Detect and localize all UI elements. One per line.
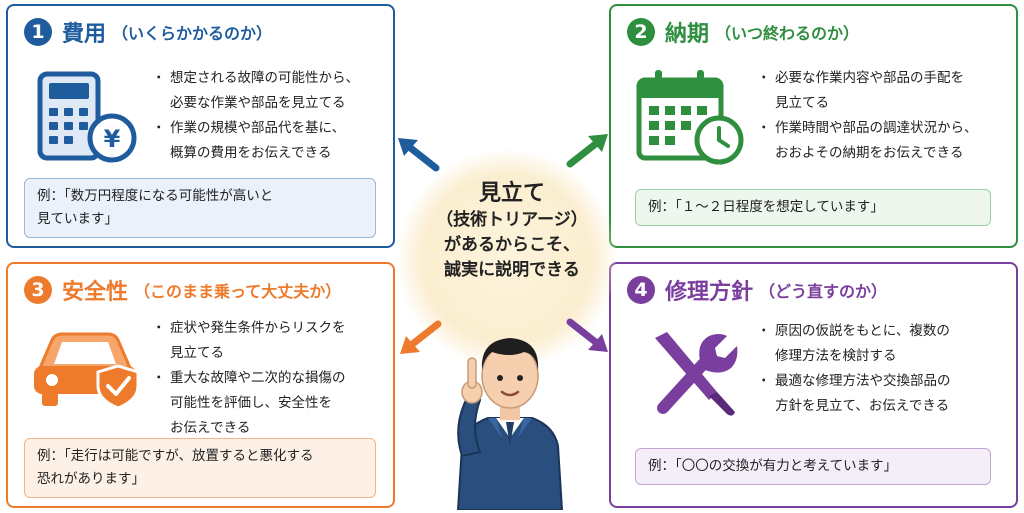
example-box: 例：「数万円程度になる可能性が高いと見ています」 — [24, 178, 376, 238]
card-subheading: （どう直すのか） — [759, 282, 888, 301]
calendar-clock-icon — [636, 70, 744, 165]
svg-text:¥: ¥ — [104, 125, 121, 153]
card-subheading: （いつ終わるのか） — [715, 24, 860, 43]
card-heading: 費用 — [62, 22, 107, 47]
mechanic-pointing-icon — [456, 338, 564, 510]
arrow-up-right-icon — [566, 134, 608, 168]
card-number: 3 — [24, 276, 52, 304]
card-title-cost: 1 費用 （いくらかかるのか） — [24, 16, 272, 48]
card-number: 1 — [24, 18, 52, 46]
center-title: 見立て — [478, 181, 545, 206]
arrow-down-right-icon — [566, 318, 608, 352]
card-title-repair-policy: 4 修理方針 （どう直すのか） — [627, 274, 887, 306]
card-subheading: （このまま乗って大丈夫か） — [134, 282, 342, 301]
card-subheading: （いくらかかるのか） — [112, 24, 273, 43]
bullet-list: 想定される故障の可能性から、必要な作業や部品を見立てる 作業の規模や部品代を基に… — [152, 66, 359, 166]
bullet-item: 作業時間や部品の調達状況から、おおよその納期をお伝えできる — [757, 116, 977, 166]
example-box: 例：「〇〇の交換が有力と考えています」 — [635, 448, 991, 485]
card-title-deadline: 2 納期 （いつ終わるのか） — [627, 16, 859, 48]
calculator-yen-icon: ¥ — [37, 71, 137, 163]
center-line: （技術トリアージ） — [436, 210, 588, 230]
center-line: があるからこそ、 — [444, 235, 580, 255]
bullet-item: 作業の規模や部品代を基に、概算の費用をお伝えできる — [152, 116, 359, 166]
example-box: 例：「１〜２日程度を想定しています」 — [635, 189, 991, 226]
card-number: 4 — [627, 276, 655, 304]
car-shield-icon — [34, 332, 140, 410]
bullet-item: 想定される故障の可能性から、必要な作業や部品を見立てる — [152, 66, 359, 116]
example-box: 例：「走行は可能ですが、放置すると悪化する恐れがあります」 — [24, 438, 376, 498]
arrow-up-left-icon — [398, 138, 440, 172]
card-heading: 修理方針 — [665, 280, 754, 305]
card-title-safety: 3 安全性 （このまま乗って大丈夫か） — [24, 274, 341, 306]
card-number: 2 — [627, 18, 655, 46]
center-line: 誠実に説明できる — [444, 260, 580, 280]
arrow-down-left-icon — [400, 320, 442, 354]
card-heading: 納期 — [665, 22, 710, 47]
card-cost: 1 費用 （いくらかかるのか） ¥ 想定される故障の可能性から、必要な作業や部品… — [6, 4, 395, 248]
center-message: 見立て （技術トリアージ） があるからこそ、 誠実に説明できる — [412, 180, 612, 283]
wrench-screwdriver-icon — [655, 332, 738, 416]
card-heading: 安全性 — [62, 280, 129, 305]
